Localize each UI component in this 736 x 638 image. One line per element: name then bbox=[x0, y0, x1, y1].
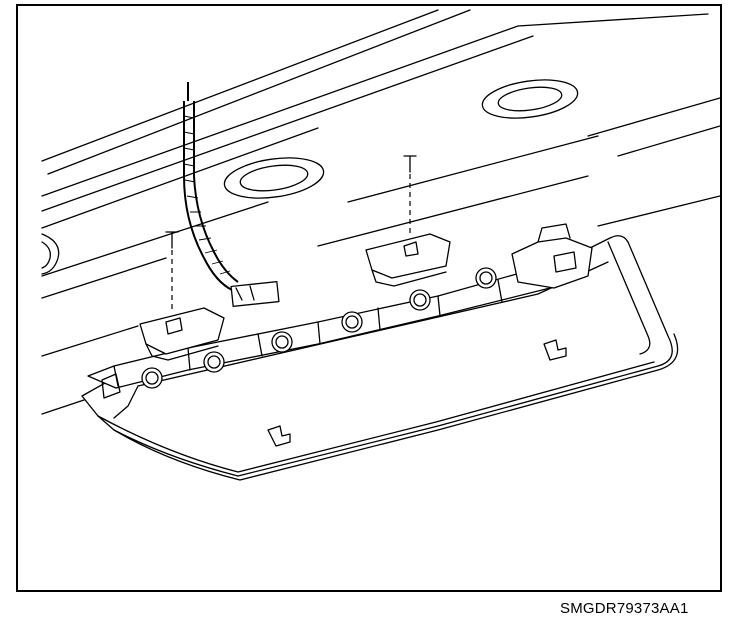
bulb-socket bbox=[409, 289, 431, 311]
lamp-assembly-illustration bbox=[41, 9, 720, 481]
bulb-socket bbox=[271, 331, 293, 353]
roof-recess-right bbox=[481, 79, 579, 119]
electrical-connector bbox=[511, 223, 593, 289]
bulb-socket bbox=[203, 351, 225, 373]
figure-id-code: SMGDR79373AA1 bbox=[560, 600, 689, 617]
figure-frame bbox=[16, 4, 722, 592]
bulb-sockets bbox=[141, 267, 497, 389]
bulb-socket bbox=[475, 267, 497, 289]
roof-recess-center bbox=[223, 157, 325, 199]
bulb-socket bbox=[141, 367, 163, 389]
mounting-bracket-left bbox=[139, 307, 225, 361]
mounting-bracket-right bbox=[365, 233, 451, 287]
fastener-left bbox=[165, 231, 179, 310]
bulb-socket bbox=[341, 311, 363, 333]
roof-recess-left-partial bbox=[41, 233, 60, 275]
roof-panel-lines bbox=[41, 9, 720, 415]
wiring-harness bbox=[183, 82, 280, 307]
fastener-right bbox=[403, 155, 417, 234]
